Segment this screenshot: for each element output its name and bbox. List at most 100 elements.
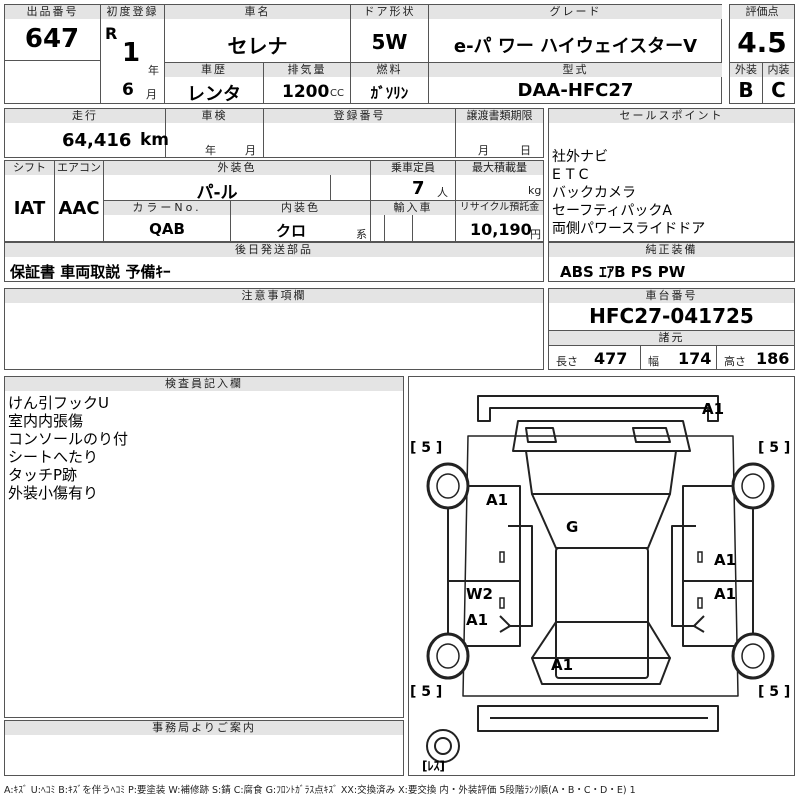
damage-mark-right-rear-door: A1: [714, 585, 737, 603]
office-box: [4, 720, 404, 776]
dims-label: 諸元: [549, 331, 794, 345]
fuel-label: 燃料: [351, 63, 428, 77]
lot-number: 647: [24, 24, 80, 54]
history: レンタ: [187, 84, 241, 105]
inspector-note: 室内内張傷: [8, 412, 84, 430]
damage-mark-left-door: A1: [466, 611, 489, 629]
model-label: 型式: [429, 63, 722, 77]
width: 174: [678, 349, 712, 368]
damage-mark-rear: A1: [702, 400, 725, 418]
inspector-note: タッチP跡: [8, 466, 78, 484]
grade: e-パ ワー ハイウェイスターV: [453, 36, 698, 57]
shift-label: シフト: [5, 161, 54, 175]
sales-item: セーフティパックA: [552, 203, 672, 219]
inspector-note: シートへたり: [8, 448, 99, 466]
ac: AAC: [58, 198, 100, 219]
damage-mark-hood: A1: [551, 656, 574, 674]
capacity-label: 乗車定員: [371, 161, 455, 175]
damage-mark-w2: W2: [466, 585, 493, 603]
sales-item: ETC: [552, 167, 594, 183]
caution-label: 注意事項欄: [5, 289, 543, 303]
grade-label: グレード: [429, 5, 722, 19]
chassis-box: [548, 288, 795, 370]
year-unit: 年: [148, 64, 159, 77]
equipment-label: 純正装備: [549, 243, 794, 257]
chassis-number: HFC27-041725: [589, 304, 754, 328]
displacement-label: 排気量: [264, 63, 350, 77]
inspection-label: 車検: [166, 109, 263, 123]
sales-label: セールスポイント: [549, 109, 794, 123]
inspector-note: けん引フックU: [8, 394, 109, 412]
name-label: 車名: [165, 5, 350, 19]
tire-depth-front-right: [ 5 ]: [758, 684, 791, 700]
height: 186: [756, 349, 790, 368]
ac-label: エアコン: [55, 161, 103, 175]
capacity-unit: 人: [437, 186, 448, 199]
equipment-value: ABS ｴｱB PS PW: [560, 263, 686, 281]
interior-color-label: 内装色: [231, 201, 370, 215]
header-table: [4, 4, 722, 104]
mileage: 64,416: [62, 130, 132, 151]
door-label: ドア形状: [351, 5, 428, 19]
load-unit: kg: [528, 184, 542, 197]
equipment-box: [548, 242, 795, 282]
displacement: 1200: [282, 82, 330, 102]
car-name: セレナ: [227, 34, 288, 58]
int-grade: C: [771, 78, 786, 102]
specs-table: [4, 160, 544, 242]
length: 477: [594, 349, 628, 368]
inspector-notes: けん引フックU 室内内張傷 コンソールのり付 シートへたり タッチP跡 外装小傷…: [8, 394, 128, 502]
reg-era: R: [105, 24, 118, 43]
fuel: ｶﾞｿﾘﾝ: [370, 84, 409, 102]
history-label: 車歴: [165, 63, 263, 77]
lot-label: 出品番号: [5, 5, 100, 19]
km-unit: km: [140, 130, 170, 150]
height-label: 高さ: [724, 355, 746, 368]
caution-box: [4, 288, 544, 370]
score: 4.5: [737, 26, 787, 59]
yen-unit: 円: [530, 228, 541, 241]
color-label: 外装色: [104, 161, 370, 175]
load-label: 最大積載量: [456, 161, 543, 175]
tire-depth-rear-left: [ 5 ]: [410, 440, 443, 456]
recycle-label: リサイクル預託金: [456, 201, 543, 215]
reg-year: 1: [122, 38, 141, 68]
interior-unit: 系: [356, 228, 367, 241]
sales-item: 社外ナビ: [552, 149, 608, 165]
int-label: 内装: [763, 63, 794, 77]
reg-month: 6: [122, 80, 134, 100]
month-unit: 月: [146, 88, 157, 101]
sales-item: 両側パワースライドドア: [552, 221, 706, 237]
sales-point-box: [548, 108, 795, 242]
damage-mark-left-rear: A1: [486, 491, 509, 509]
mileage-label: 走行: [5, 109, 165, 123]
car-diagram: [426, 395, 775, 763]
color: パ-ル: [196, 183, 238, 203]
office-label: 事務局よりご案内: [5, 721, 403, 735]
sales-item: バックカメラ: [552, 185, 636, 201]
inspector-note: コンソールのり付: [8, 430, 129, 448]
shift: IAT: [13, 198, 46, 219]
spare-tire-label: [ﾚｽ]: [422, 759, 445, 773]
color-no-label: カラーNo.: [104, 201, 230, 215]
row2-table: [4, 108, 544, 158]
parts-box: [4, 242, 544, 282]
model-code: DAA-HFC27: [517, 80, 634, 101]
ext-grade: B: [738, 78, 754, 102]
transfer-label: 譲渡書類期限: [456, 109, 543, 123]
door-type: 5W: [371, 30, 408, 54]
capacity: 7: [412, 178, 425, 199]
reg-label: 初度登録: [101, 5, 164, 19]
recycle: 10,190: [470, 220, 532, 239]
car-diagram-box: [408, 376, 795, 776]
inspector-note: 外装小傷有り: [8, 484, 99, 502]
legend: A:ｷｽﾞ U:ﾍｺﾐ B:ｷｽﾞを伴うﾍｺﾐ P:要塗装 W:補修跡 S:錆 …: [4, 785, 636, 796]
interior-color: クロ: [275, 222, 306, 240]
parts-label: 後日発送部品: [5, 243, 543, 257]
color-no: QAB: [149, 220, 185, 238]
inspection-month-unit: 月: [245, 144, 256, 157]
sales-items: 社外ナビ ETC バックカメラ セーフティパックA 両側パワースライドドア: [552, 148, 705, 238]
parts-value: 保証書 車両取説 予備ｷｰ: [10, 263, 171, 281]
tire-depth-rear-right: [ 5 ]: [758, 440, 791, 456]
tire-depth-front-left: [ 5 ]: [410, 684, 443, 700]
